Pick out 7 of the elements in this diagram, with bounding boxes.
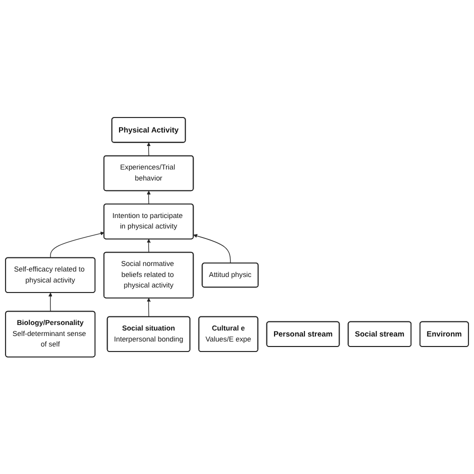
arrow — [146, 298, 151, 317]
arrow — [48, 292, 52, 312]
arrow — [146, 190, 151, 204]
arrow — [146, 238, 151, 253]
arrow — [193, 234, 231, 264]
arrow — [146, 142, 151, 156]
arrow — [50, 231, 104, 258]
